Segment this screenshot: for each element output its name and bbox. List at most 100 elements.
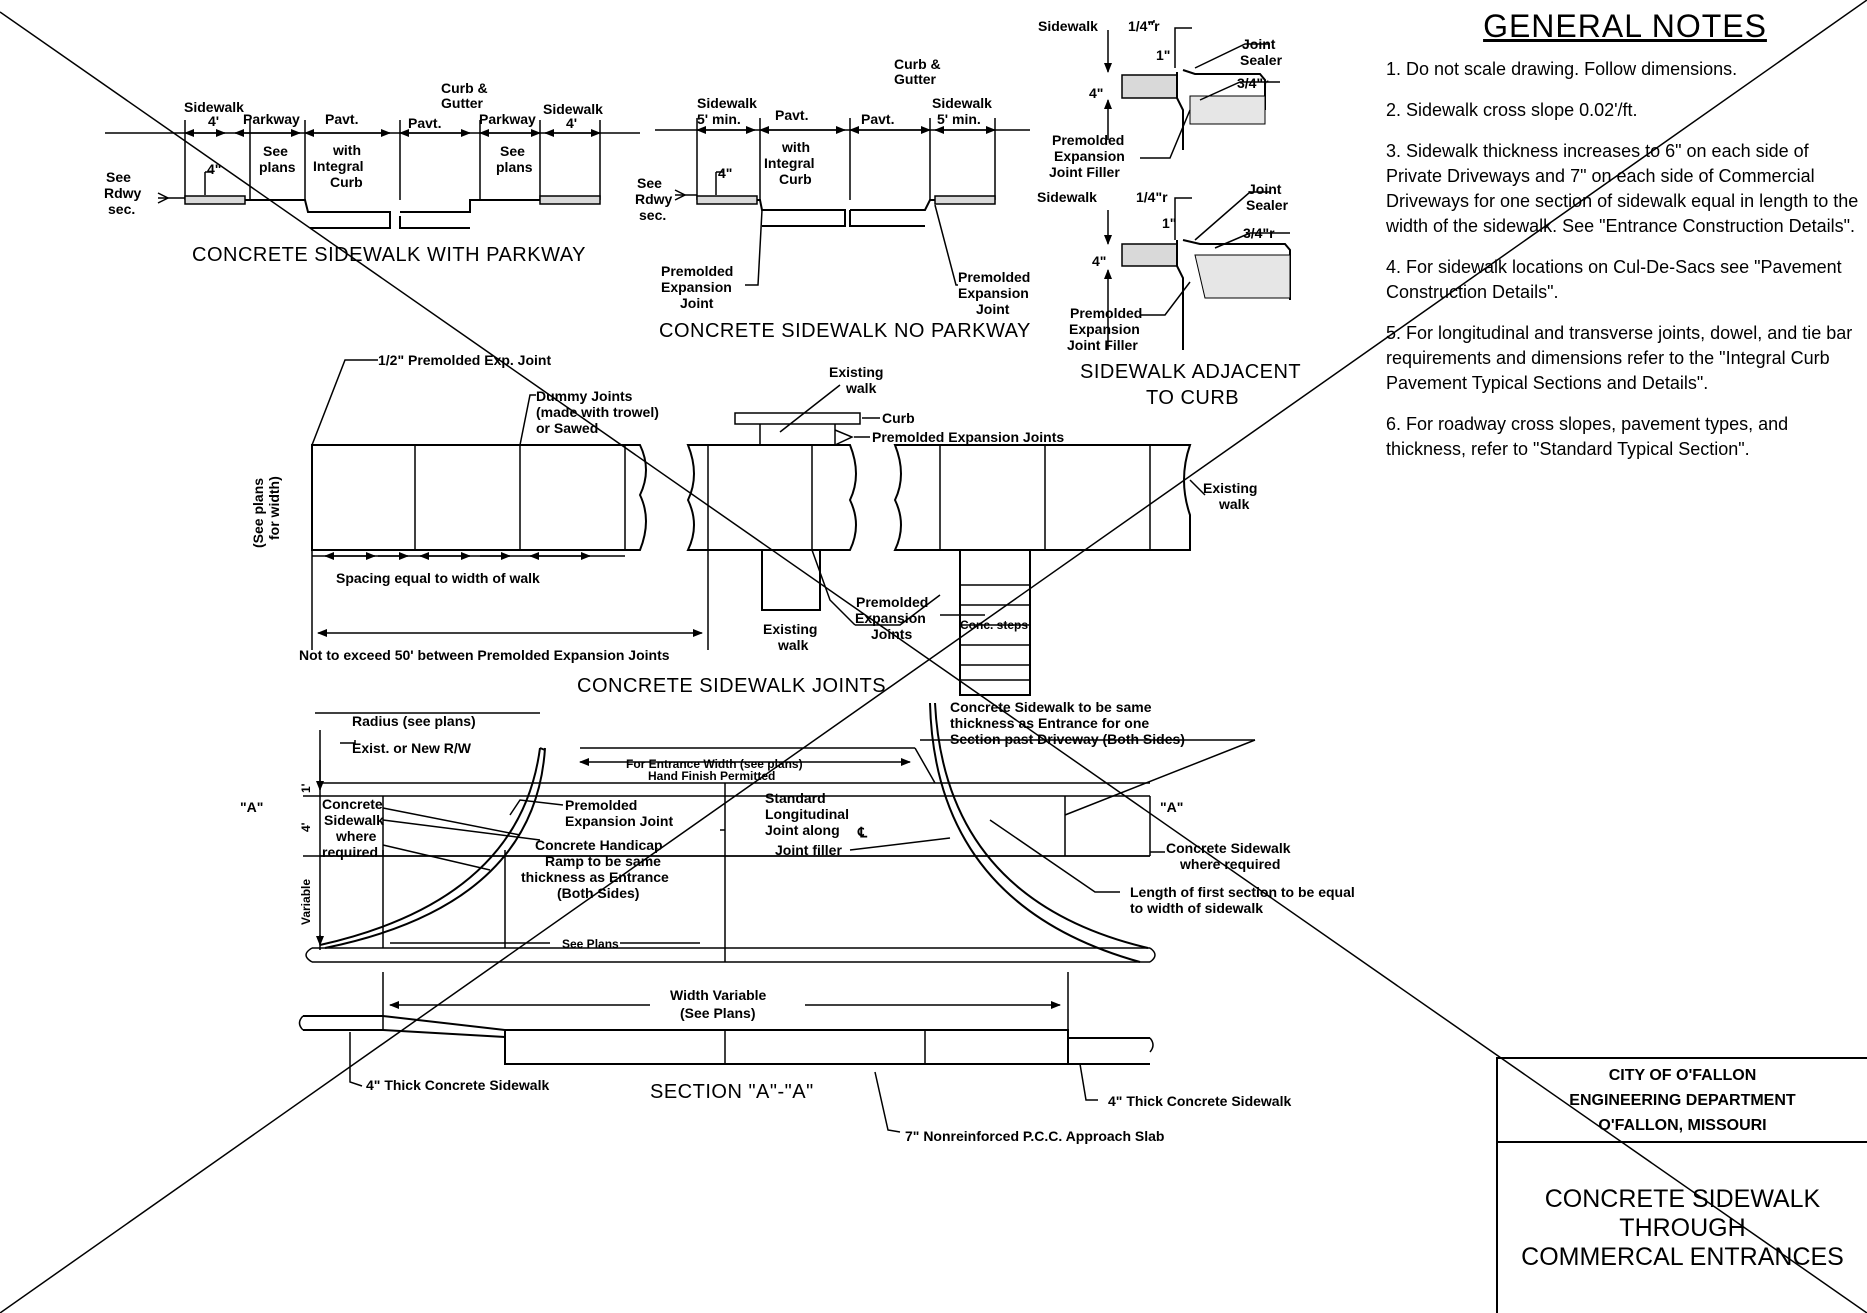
- parkway-title: CONCRETE SIDEWALK WITH PARKWAY: [192, 244, 586, 266]
- joints-curb: Curb: [882, 410, 915, 426]
- section-thick-right: 4" Thick Concrete Sidewalk: [1108, 1093, 1291, 1109]
- adjacent-r14-top: 1/4"r: [1128, 18, 1160, 34]
- entrance-ramp-3: thickness as Entrance: [521, 869, 669, 885]
- parkway-section-detail: Sidewalk 4' Parkway Pavt. Pavt. Curb & G…: [104, 80, 640, 266]
- adjacent-filler-top-2: Expansion: [1054, 148, 1125, 164]
- section-thick-left: 4" Thick Concrete Sidewalk: [366, 1077, 549, 1093]
- adjacent-r34-bot: 3/4"r: [1243, 225, 1275, 241]
- adjacent-thk-bot: 4": [1092, 253, 1106, 269]
- entrance-length-1: Length of first section to be equal: [1130, 884, 1355, 900]
- adjacent-filler-bot-1: Premolded: [1070, 305, 1142, 321]
- title-block: CITY OF O'FALLON ENGINEERING DEPARTMENT …: [1496, 1057, 1867, 1313]
- title-line-2: THROUGH: [1619, 1213, 1746, 1242]
- joints-existing-walk-top-1: Existing: [829, 364, 883, 380]
- joints-existing-walk-right-1: Existing: [1203, 480, 1257, 496]
- entrance-radius: Radius (see plans): [352, 713, 476, 729]
- joints-spacing: Spacing equal to width of walk: [336, 570, 540, 586]
- parkway-see-rdwy-1: See: [106, 169, 131, 185]
- title-line-1: CONCRETE SIDEWALK: [1544, 1184, 1821, 1213]
- adjacent-filler-bot-2: Expansion: [1069, 321, 1140, 337]
- entrance-same-thk-3: Section past Driveway (Both Sides): [950, 731, 1185, 747]
- joints-not-exceed: Not to exceed 50' between Premolded Expa…: [299, 647, 670, 663]
- noparkway-with-2: Integral: [764, 155, 815, 171]
- noparkway-with-1: with: [781, 139, 810, 155]
- adjacent-filler-top-3: Joint Filler: [1049, 164, 1120, 180]
- parkway-with-3: Curb: [330, 174, 363, 190]
- parkway-sidewalk-left-label: Sidewalk: [184, 99, 244, 115]
- noparkway-pavt-label: Pavt.: [775, 107, 808, 123]
- adjacent-joint-sealer-top-2: Sealer: [1240, 52, 1283, 68]
- noparkway-pej-right-3: Joint: [976, 301, 1010, 317]
- entrance-pej-1: Premolded: [565, 797, 637, 813]
- joints-pej-mid-3: Joints: [871, 626, 912, 642]
- noparkway-curb-gutter-1: Curb &: [894, 56, 941, 72]
- general-notes: GENERAL NOTES 1. Do not scale drawing. F…: [1386, 8, 1864, 478]
- entrance-same-thk-1: Concrete Sidewalk to be same: [950, 699, 1152, 715]
- entrance-see-plans: See Plans: [562, 937, 619, 951]
- entrance-ramp-1: Concrete Handicap: [535, 837, 663, 853]
- parkway-parkway-right-label: Parkway: [479, 111, 536, 127]
- section-aa-detail: Width Variable (See Plans) SECTION "A"-"…: [298, 972, 1291, 1144]
- adjacent-joint-sealer-bot-2: Sealer: [1246, 197, 1289, 213]
- entrance-a-right: "A": [1160, 799, 1183, 815]
- note-1: 1. Do not scale drawing. Follow dimensio…: [1386, 59, 1738, 79]
- entrance-cs-right-1: Concrete Sidewalk: [1166, 840, 1291, 856]
- entrance-ramp-4: (Both Sides): [557, 885, 639, 901]
- title-block-drawing-title: CONCRETE SIDEWALK THROUGH COMMERCAL ENTR…: [1498, 1143, 1867, 1313]
- joints-dummy-2: (made with trowel): [536, 404, 659, 420]
- joints-pej: Premolded Expansion Joints: [872, 429, 1064, 445]
- joints-existing-walk-bot-2: walk: [777, 637, 809, 653]
- noparkway-pej-left-1: Premolded: [661, 263, 733, 279]
- org-line-2: ENGINEERING DEPARTMENT: [1569, 1091, 1796, 1109]
- entrance-cs-req-1: Concrete: [322, 796, 383, 812]
- section-title: SECTION "A"-"A": [650, 1081, 814, 1103]
- note-2: 2. Sidewalk cross slope 0.02'/ft.: [1386, 100, 1638, 120]
- adjacent-joint-sealer-bot-1: Joint: [1248, 181, 1282, 197]
- adjacent-title-2: TO CURB: [1146, 387, 1239, 409]
- note-4: 4. For sidewalk locations on Cul-De-Sacs…: [1386, 257, 1842, 302]
- joints-pej-mid-2: Expansion: [855, 610, 926, 626]
- joints-see-plans-width-1: (See plans: [250, 478, 266, 548]
- parkway-sidewalk-right-label: Sidewalk: [543, 101, 603, 117]
- joints-plan-detail: 1/2" Premolded Exp. Joint Dummy Joints (…: [250, 352, 1257, 697]
- note-3: 3. Sidewalk thickness increases to 6" on…: [1386, 141, 1859, 236]
- joints-dummy-3: or Sawed: [536, 420, 598, 436]
- parkway-thickness: 4": [207, 161, 221, 177]
- entrance-one-ft: 1': [299, 783, 313, 793]
- joints-half-joint: 1/2" Premolded Exp. Joint: [378, 352, 551, 368]
- title-line-3: COMMERCAL ENTRANCES: [1521, 1242, 1844, 1271]
- parkway-curb-gutter-1: Curb &: [441, 80, 488, 96]
- noparkway-with-3: Curb: [779, 171, 812, 187]
- parkway-see-plans-right-1: See: [500, 143, 525, 159]
- noparkway-title: CONCRETE SIDEWALK NO PARKWAY: [659, 320, 1031, 342]
- entrance-four-ft: 4': [299, 822, 313, 832]
- note-6: 6. For roadway cross slopes, pavement ty…: [1386, 414, 1789, 459]
- joints-pej-mid-1: Premolded: [856, 594, 928, 610]
- adjacent-title-1: SIDEWALK ADJACENT: [1080, 361, 1301, 383]
- parkway-see-plans-left-2: plans: [259, 159, 296, 175]
- entrance-rw: Exist. or New R/W: [352, 740, 472, 756]
- entrance-ramp-2: Ramp to be same: [545, 853, 661, 869]
- parkway-pavt-left-label: Pavt.: [325, 111, 358, 127]
- noparkway-pej-left-2: Expansion: [661, 279, 732, 295]
- noparkway-see-rdwy-2: Rdwy: [635, 191, 673, 207]
- noparkway-curb-gutter-2: Gutter: [894, 71, 937, 87]
- general-notes-title: GENERAL NOTES: [1483, 8, 1767, 44]
- entrance-std-2: Longitudinal: [765, 806, 849, 822]
- parkway-with-2: Integral: [313, 158, 364, 174]
- parkway-see-rdwy-2: Rdwy: [104, 185, 142, 201]
- adjacent-filler-bot-3: Joint Filler: [1067, 337, 1138, 353]
- entrance-width: For Entrance Width (see plans): [626, 757, 803, 771]
- joints-existing-walk-right-2: walk: [1218, 496, 1250, 512]
- adjacent-filler-top-1: Premolded: [1052, 132, 1124, 148]
- adjacent-one-in-bot: 1": [1162, 215, 1176, 231]
- parkway-see-plans-right-2: plans: [496, 159, 533, 175]
- noparkway-min-right: 5' min.: [937, 111, 981, 127]
- adjacent-sidewalk-top: Sidewalk: [1038, 18, 1098, 34]
- noparkway-sidewalk-right-label: Sidewalk: [932, 95, 992, 111]
- noparkway-pavt-right-label: Pavt.: [861, 111, 894, 127]
- noparkway-sidewalk-left-label: Sidewalk: [697, 95, 757, 111]
- section-width-1: Width Variable: [670, 987, 767, 1003]
